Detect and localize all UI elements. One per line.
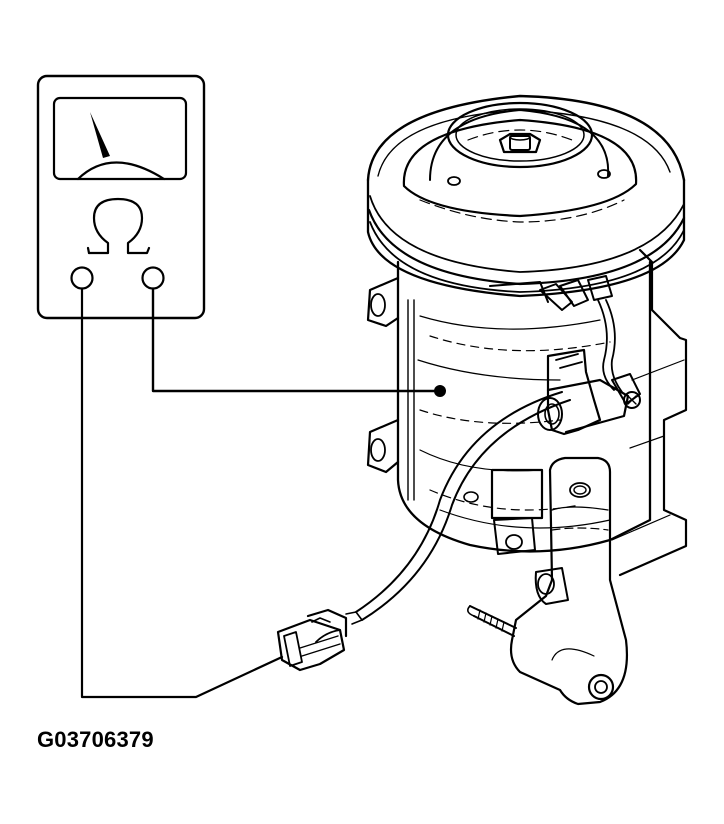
meter-display-window [52, 96, 188, 181]
meter-scale-arc [76, 161, 166, 181]
harness-wire [355, 391, 563, 613]
clutch-pulley [366, 94, 686, 298]
meter-case [36, 74, 206, 320]
service-port-block [490, 468, 544, 520]
harness [276, 391, 571, 672]
right-probe-terminal[interactable] [141, 266, 165, 290]
clutch-coil-connector [489, 275, 613, 311]
discharge-fitting-arm [509, 456, 628, 706]
upper-mounting-ear [366, 276, 400, 328]
right-test-lead [151, 287, 442, 393]
sensor-screw-icon [623, 391, 641, 409]
harness-connector[interactable] [276, 608, 348, 672]
hub-nut-icon [498, 132, 542, 154]
lower-mounting-ear [366, 418, 400, 474]
ohmmeter [36, 74, 206, 320]
left-test-lead [80, 287, 284, 699]
left-probe-terminal[interactable] [70, 266, 94, 290]
compressor-body [396, 260, 652, 553]
sensor-pigtail-wire [597, 299, 615, 391]
ground-probe-point [434, 385, 446, 397]
fitting-bolt-hole [587, 673, 615, 701]
test-leads [80, 287, 446, 699]
threaded-stud-icon [466, 605, 517, 637]
omega-icon [86, 197, 151, 255]
clutch-plate [402, 118, 638, 218]
ac-compressor [366, 94, 688, 706]
rear-housing-block [618, 248, 688, 577]
meter-needle-icon [90, 112, 110, 158]
sensor-bracket [537, 348, 641, 436]
figure-id-label: G03706379 [37, 727, 154, 752]
